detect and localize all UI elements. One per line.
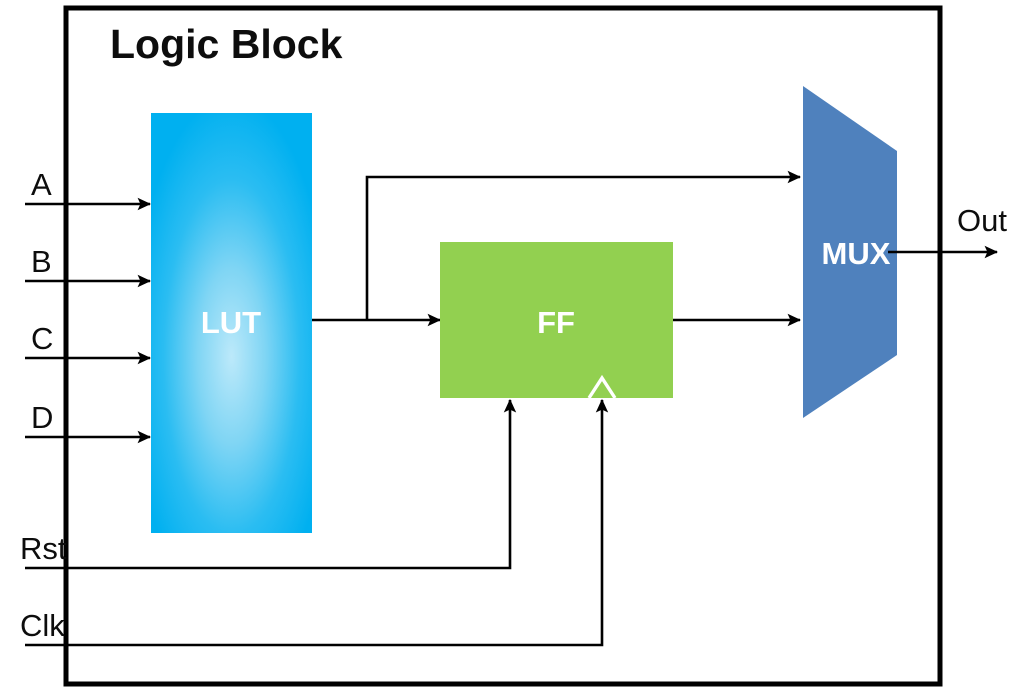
output-label-out: Out <box>957 203 1007 238</box>
input-label-rst: Rst <box>20 531 67 566</box>
page-title: Logic Block <box>110 21 343 67</box>
input-label-b: B <box>31 244 52 279</box>
ff-block-label: FF <box>537 305 575 340</box>
wire-input-clk <box>25 398 609 647</box>
input-label-clk: Clk <box>20 608 65 643</box>
mux-block-label: MUX <box>822 236 891 271</box>
input-label-d: D <box>31 400 53 435</box>
input-label-a: A <box>31 167 52 202</box>
wire-lut-bypass-to-mux <box>365 170 802 320</box>
ff-block[interactable] <box>440 242 673 398</box>
lut-block[interactable] <box>151 113 312 533</box>
logic-block-boundary <box>63 5 943 687</box>
ff-clock-edge-marker <box>587 374 617 399</box>
wire-input-rst <box>25 398 517 570</box>
lut-block-label: LUT <box>201 305 261 340</box>
input-label-c: C <box>31 321 53 356</box>
mux-block[interactable] <box>803 86 897 418</box>
